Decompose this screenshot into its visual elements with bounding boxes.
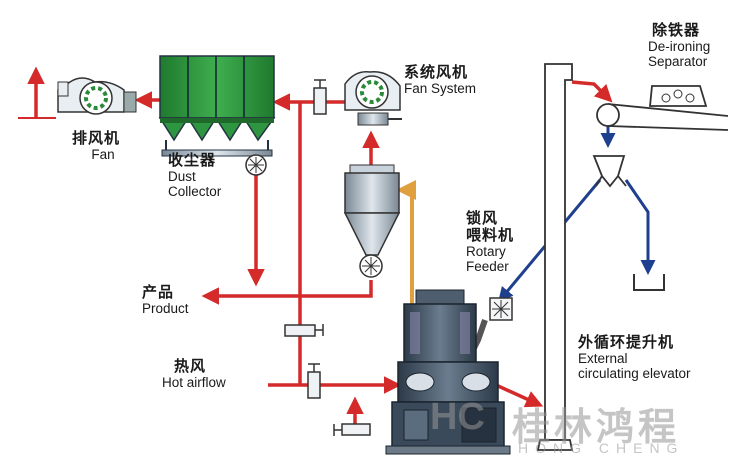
product-label: 产品 Product — [142, 284, 189, 316]
cyclone-separator-icon — [343, 164, 401, 278]
elevator-label-en1: External — [578, 350, 628, 366]
valves — [284, 79, 371, 436]
diverter-icon — [592, 155, 627, 188]
material-lines — [498, 126, 656, 303]
air-lines — [18, 66, 613, 430]
valve-fan-inlet-icon — [313, 87, 327, 115]
dust-collector-label: 收尘器 Dust Collector — [168, 152, 221, 199]
system-fan-icon — [344, 71, 402, 126]
rotary-feeder-label-cn2: 喂料机 — [466, 225, 515, 244]
watermark-logo: HC — [430, 396, 485, 438]
fan-system-label-cn: 系统风机 — [404, 63, 469, 81]
watermark-brand-en: HONG CHENG — [518, 440, 685, 456]
hot-airflow-label-cn: 热风 — [174, 357, 207, 375]
exhaust-fan-label-en: Fan — [91, 146, 115, 162]
reject-arrow — [624, 179, 656, 275]
feed-line — [396, 180, 416, 330]
elevator-outlet-arrow — [571, 80, 613, 103]
fan-system-label: 系统风机 Fan System — [404, 64, 476, 96]
product-label-en: Product — [142, 300, 189, 316]
watermark-brand-cn: 桂林鸿程 — [512, 405, 681, 449]
exhaust-fan-label: 排风机 Fan — [72, 130, 120, 162]
rotary-feeder-label-cn1: 锁风 — [466, 209, 499, 227]
valve-hot-air-icon — [307, 371, 321, 399]
deironing-label-cn: 除铁器 — [652, 21, 701, 39]
elevator-label-en2: circulating elevator — [578, 365, 691, 381]
vertical-mill-icon — [385, 289, 511, 455]
rotary-feeder-label: 锁风 喂料机 Rotary Feeder — [466, 210, 514, 274]
belt-conveyor-icon — [596, 103, 729, 131]
exhaust-fan-icon — [57, 77, 137, 115]
hot-airflow-label: 热风 Hot airflow — [162, 358, 226, 390]
deironing-label-en1: De-ironing — [648, 38, 711, 54]
product-arrow — [201, 280, 373, 305]
bucket-elevator-icon — [536, 63, 574, 451]
hot-airflow-label-en: Hot airflow — [162, 374, 226, 390]
valve-bottom-icon — [341, 423, 371, 436]
exhaust-fan-label-cn: 排风机 — [72, 129, 121, 147]
dust-collector-label-en1: Dust — [168, 168, 196, 184]
rotary-feeder-label-en2: Feeder — [466, 258, 509, 274]
deironing-label-en2: Separator — [648, 53, 708, 69]
rotary-feeder-label-en1: Rotary — [466, 243, 506, 259]
deironing-separator-icon — [649, 85, 708, 107]
dust-collector-label-cn: 收尘器 — [168, 151, 217, 169]
deironing-label: 除铁器 De-ironing Separator — [648, 22, 710, 69]
fan-system-label-en: Fan System — [404, 80, 477, 96]
dust-collector-label-en2: Collector — [168, 183, 222, 199]
product-label-cn: 产品 — [142, 283, 175, 301]
elevator-label: 外循环提升机 External circulating elevator — [578, 334, 691, 381]
reject-bin-icon — [633, 274, 665, 291]
dust-collector-icon — [158, 55, 276, 176]
elevator-label-cn: 外循环提升机 — [578, 333, 675, 351]
valve-return-icon — [284, 324, 316, 337]
